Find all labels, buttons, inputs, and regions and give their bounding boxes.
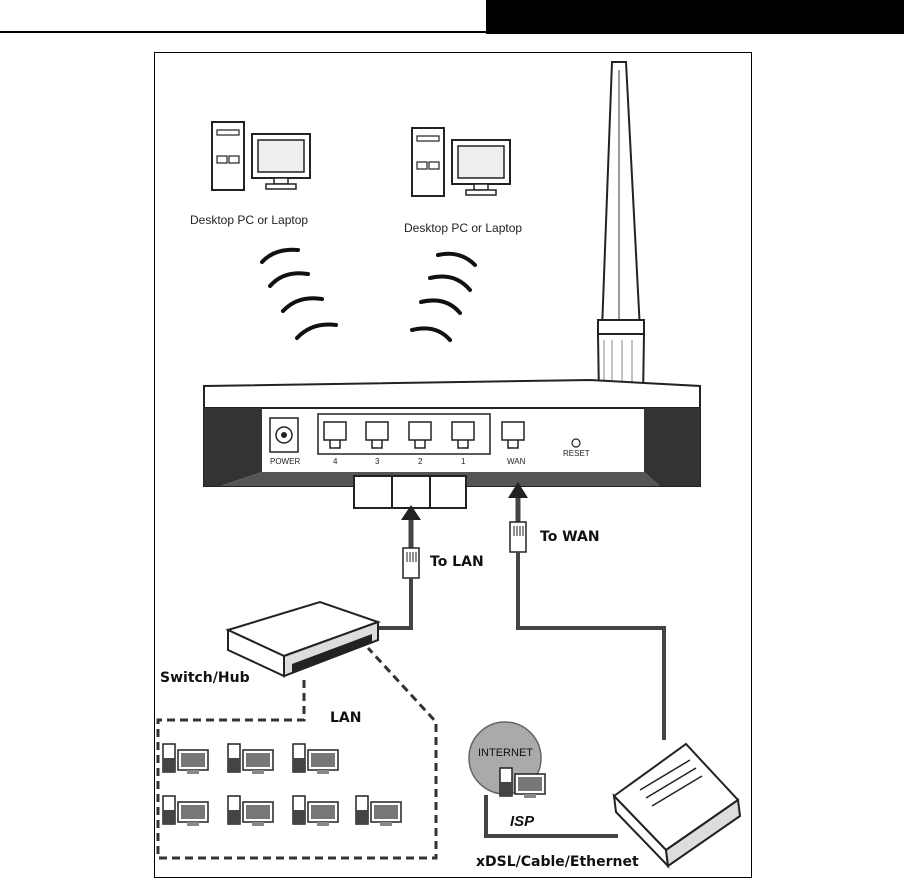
internet-label: INTERNET xyxy=(478,747,533,759)
lan-pc-icon xyxy=(228,744,273,774)
switch-hub-label: Switch/Hub xyxy=(160,670,250,686)
wan-plug-icon xyxy=(510,522,526,552)
port-2-label: 2 xyxy=(418,457,423,466)
power-label: POWER xyxy=(270,457,300,466)
lan-pc-icon xyxy=(356,796,401,826)
modem-label: xDSL/Cable/Ethernet xyxy=(476,854,639,870)
lan-pc-icon xyxy=(228,796,273,826)
reset-label: RESET xyxy=(563,449,590,458)
to-lan-label: To LAN xyxy=(430,554,484,570)
wan-port-label: WAN xyxy=(507,457,526,466)
lan-pc-icon xyxy=(293,744,338,774)
pc-right-label: Desktop PC or Laptop xyxy=(404,221,522,235)
port-4-label: 4 xyxy=(333,457,338,466)
isp-cable xyxy=(486,795,618,836)
wan-cable xyxy=(518,552,664,740)
isp-label: ISP xyxy=(510,813,535,830)
wireless-waves-right-icon xyxy=(412,254,475,340)
power-port xyxy=(270,418,298,452)
pc-left-label: Desktop PC or Laptop xyxy=(190,213,308,227)
lan-pc-icon xyxy=(163,744,208,774)
to-wan-label: To WAN xyxy=(540,529,600,545)
reset-button xyxy=(572,439,580,447)
lan-label: LAN xyxy=(330,710,361,726)
desktop-pc-right-icon xyxy=(412,128,510,196)
port-3-label: 3 xyxy=(375,457,380,466)
modem-icon xyxy=(614,744,740,866)
wan-arrow-icon xyxy=(508,482,528,522)
port-1-label: 1 xyxy=(461,457,466,466)
switch-hub-icon xyxy=(228,602,378,676)
lan-pc-icon xyxy=(293,796,338,826)
lan-connector-bracket xyxy=(354,476,466,508)
lan-plug-icon xyxy=(403,548,419,578)
lan-arrow-icon xyxy=(401,505,421,548)
desktop-pc-left-icon xyxy=(212,122,310,190)
wireless-waves-left-icon xyxy=(262,250,336,338)
lan-pc-icon xyxy=(163,796,208,826)
